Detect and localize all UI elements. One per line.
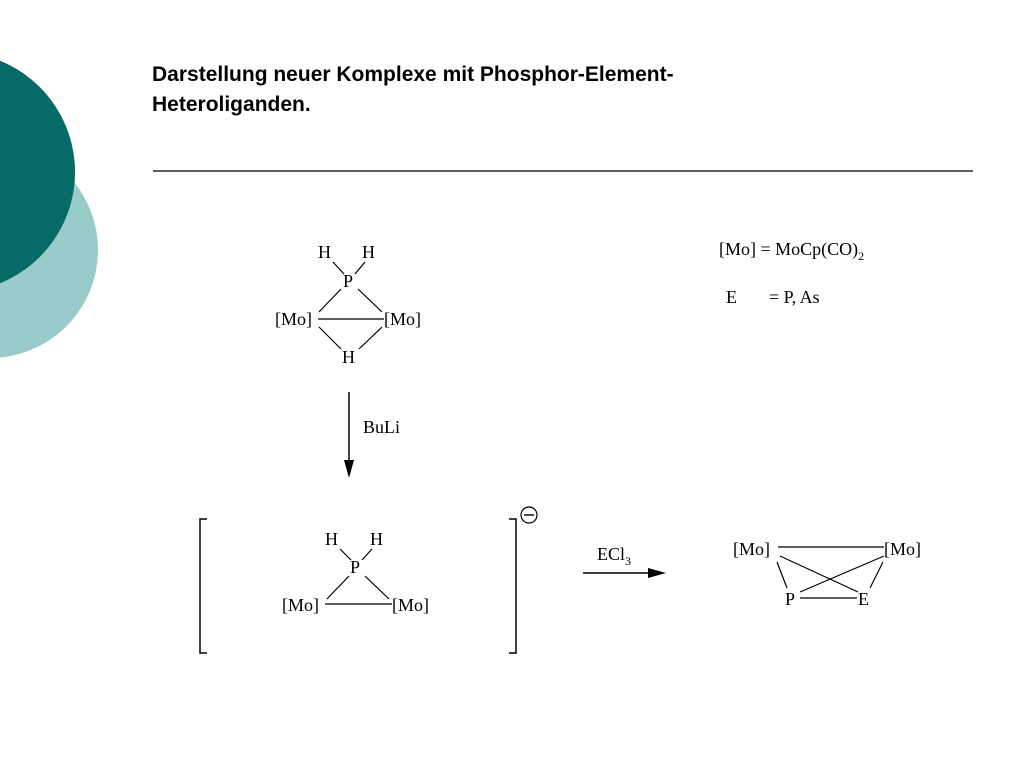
reagent-buli: BuLi <box>363 417 400 437</box>
product-mo-right: [Mo] <box>884 539 921 559</box>
slide-title: Darstellung neuer Komplexe mit Phosphor-… <box>152 60 912 120</box>
starting-complex: H H P [Mo] [Mo] H <box>275 242 421 367</box>
reagent-ecl3: ECl3 <box>597 544 631 568</box>
bond-mo-h-left <box>318 326 342 350</box>
anion-p: P <box>350 557 360 577</box>
anion-complex: H H P [Mo] [Mo] <box>199 506 538 654</box>
arrow-buli: BuLi <box>344 392 400 478</box>
anion-bond-p-mo-right <box>364 575 390 600</box>
bond-ph-left <box>332 261 345 275</box>
product-p: P <box>785 589 795 609</box>
legend-e-definition: = P, As <box>769 287 820 307</box>
product-bond-mo-e <box>779 555 859 593</box>
start-mo-right: [Mo] <box>384 309 421 329</box>
product-mo-left: [Mo] <box>733 539 770 559</box>
bond-p-mo-right <box>357 288 383 313</box>
anion-mo-right: [Mo] <box>392 595 429 615</box>
arrow-ecl3: ECl3 <box>583 544 666 578</box>
negative-charge-circle <box>520 506 538 524</box>
dark-teal-circle <box>0 60 75 284</box>
product-bond-mo-e-right <box>869 561 884 589</box>
bond-p-mo-left <box>318 288 342 313</box>
product-complex: [Mo] [Mo] P E <box>733 539 921 609</box>
anion-h-right: H <box>370 529 383 549</box>
start-mo-left: [Mo] <box>275 309 312 329</box>
arrow-right-head <box>648 568 666 578</box>
product-e: E <box>858 589 869 609</box>
bracket-right <box>509 518 517 654</box>
product-bond-mo-p-cross <box>799 555 885 593</box>
legend-mo-definition: [Mo] = MoCp(CO)2 <box>719 239 864 263</box>
anion-bond-ph-left <box>339 548 352 561</box>
anion-h-left: H <box>325 529 338 549</box>
start-h-left: H <box>318 242 331 262</box>
legend-e-label: E <box>726 287 737 307</box>
bond-ph-right <box>354 261 366 275</box>
title-line-1: Darstellung neuer Komplexe mit Phosphor-… <box>152 63 674 86</box>
start-h-bridge: H <box>342 347 355 367</box>
start-p: P <box>343 271 353 291</box>
bond-mo-h-right <box>358 326 383 350</box>
anion-bond-ph-right <box>361 548 373 561</box>
title-line-2: Heteroliganden. <box>152 93 311 116</box>
bracket-left <box>199 518 207 654</box>
arrow-down-head <box>344 460 354 478</box>
start-h-right: H <box>362 242 375 262</box>
anion-mo-left: [Mo] <box>282 595 319 615</box>
product-bond-mo-p <box>776 561 788 589</box>
anion-bond-p-mo-left <box>326 575 350 600</box>
